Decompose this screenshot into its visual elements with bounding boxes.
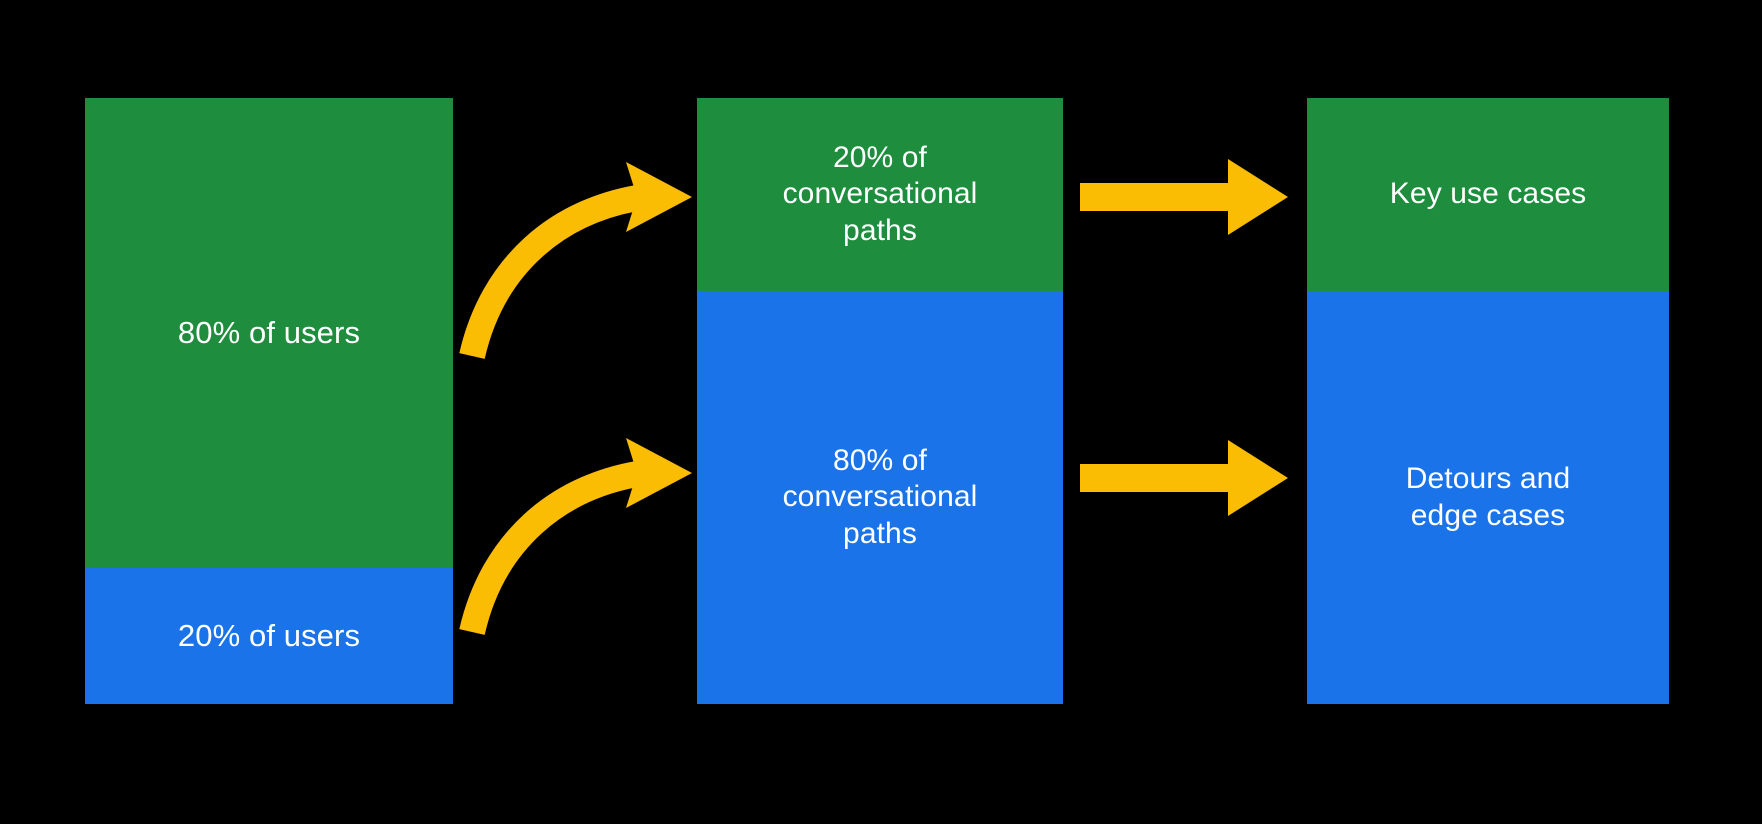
segment-minority-users: 20% of users: [85, 568, 453, 704]
segment-minority-users-label: 20% of users: [177, 618, 361, 654]
segment-majority-users: 80% of users: [85, 98, 453, 568]
segment-minority-paths-label: 20% of conversational paths: [782, 140, 978, 247]
segment-majority-paths-label: 80% of conversational paths: [782, 443, 978, 550]
segment-majority-users-label: 80% of users: [177, 315, 361, 351]
segment-minority-paths: 20% of conversational paths: [697, 98, 1063, 291]
column-users: 80% of users 20% of users: [85, 98, 453, 704]
column-conversational-paths: 20% of conversational paths 80% of conve…: [697, 98, 1063, 704]
segment-key-use-cases-label: Key use cases: [1389, 177, 1587, 211]
column-outcomes: Key use cases Detours and edge cases: [1307, 98, 1669, 704]
segment-detours-edge-cases-label: Detours and edge cases: [1405, 461, 1571, 532]
segment-detours-edge-cases: Detours and edge cases: [1307, 291, 1669, 704]
segment-key-use-cases: Key use cases: [1307, 98, 1669, 291]
curved-arrow-users-to-paths-bottom: [459, 438, 692, 636]
straight-arrow-paths-to-key-use-cases: [1080, 159, 1288, 235]
curved-arrow-users-to-paths-top: [459, 162, 692, 360]
segment-majority-paths: 80% of conversational paths: [697, 291, 1063, 704]
straight-arrow-paths-to-detours: [1080, 440, 1288, 516]
